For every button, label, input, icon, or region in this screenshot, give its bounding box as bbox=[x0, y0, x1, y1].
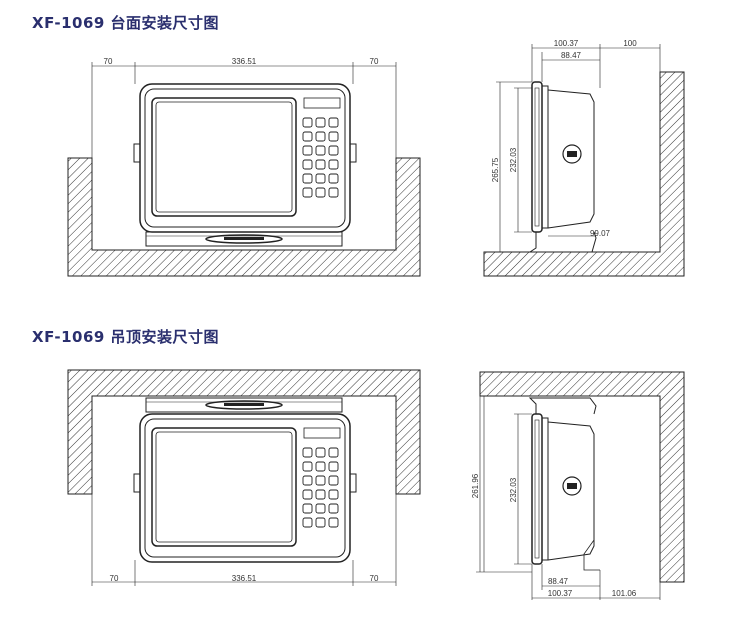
desk-side-dim-right: 100 bbox=[623, 39, 637, 48]
desk-side-dim-depth: 99.07 bbox=[590, 229, 611, 238]
ceil-side-dim-height-body: 232.03 bbox=[509, 477, 518, 502]
ceiling-side-view: 261.96 232.03 88.47 100.37 101.06 bbox=[471, 371, 685, 600]
desk-front-dim-right: 70 bbox=[370, 57, 379, 66]
ceil-side-dim-height-total: 261.96 bbox=[471, 473, 480, 498]
desk-front-dim-width: 336.51 bbox=[232, 57, 257, 66]
desk-mount-title: XF-1069 台面安装尺寸图 bbox=[32, 14, 220, 32]
desk-front-dim-left: 70 bbox=[104, 57, 113, 66]
ceil-front-dim-left: 70 bbox=[110, 574, 119, 583]
desk-side-dim-height-total: 265.75 bbox=[491, 157, 500, 182]
desk-side-dim-total: 100.37 bbox=[554, 39, 579, 48]
ceiling-front-view: 70 336.51 70 bbox=[67, 369, 421, 586]
ceil-side-dim-bottom-body: 88.47 bbox=[548, 577, 569, 586]
desk-side-dim-body: 88.47 bbox=[561, 51, 582, 60]
ceil-front-dim-width: 336.51 bbox=[232, 574, 257, 583]
ceil-side-dim-bottom-total: 100.37 bbox=[548, 589, 573, 598]
desk-side-dim-height-body: 232.03 bbox=[509, 147, 518, 172]
desk-side-view: 100.37 88.47 100 265.75 232.03 99.07 bbox=[483, 39, 685, 277]
ceil-side-dim-bottom-right: 101.06 bbox=[612, 589, 637, 598]
ceiling-mount-title: XF-1069 吊顶安装尺寸图 bbox=[32, 328, 220, 346]
ceil-front-dim-right: 70 bbox=[370, 574, 379, 583]
desk-front-view: 70 336.51 70 bbox=[67, 57, 421, 277]
